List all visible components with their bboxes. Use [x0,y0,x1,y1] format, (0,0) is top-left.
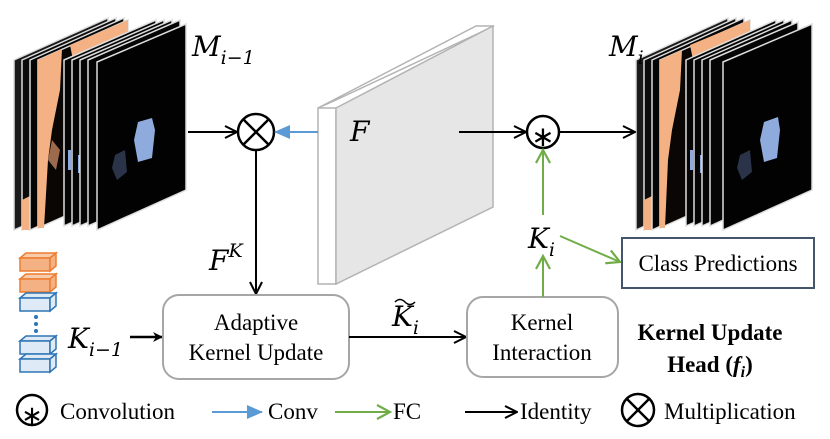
kernel-stack-icon [17,251,59,374]
svg-text:Multiplication: Multiplication [664,399,796,424]
label-m-curr: Mi [608,30,644,69]
legend-item-conv: Conv [212,399,318,424]
svg-text:Kernel Update: Kernel Update [189,340,324,365]
convolution-circle-icon [15,393,49,427]
label-m-prev: Mi−1 [191,30,255,69]
multiplication-circle-icon [620,392,656,428]
kernel-blue [17,334,59,356]
legend-item-fc: FC [335,399,421,424]
svg-text:Conv: Conv [268,399,318,424]
adaptive-kernel-update-node: Adaptive Kernel Update [162,294,350,380]
convolution-operator: ∗ [525,114,561,153]
kernel-orange [17,272,59,294]
svg-text:∗: ∗ [531,120,554,153]
svg-text:Interaction: Interaction [492,340,592,365]
mask-stack-current [635,16,813,232]
label-feature-f: F [349,115,371,148]
label-k-tilde: Ki [391,300,419,339]
tilde-accent [394,298,416,306]
mask-slice-front [96,22,187,232]
mask-stack-previous [13,16,187,232]
legend-item-multiplication: Multiplication [620,392,796,428]
svg-text:FC: FC [393,399,421,424]
mask-slice-front [722,22,813,232]
label-k-prev: Ki−1 [67,322,123,361]
kernel-blue [17,352,59,374]
svg-text:Kernel: Kernel [511,310,574,335]
svg-text:∗: ∗ [21,401,43,431]
svg-text:Identity: Identity [520,399,592,424]
legend-item-identity: Identity [465,399,592,424]
class-predictions-node: Class Predictions [621,237,815,289]
legend-item-convolution: ∗ Convolution [15,393,176,431]
feature-map-slab [317,24,495,286]
diagram-title: Kernel Update Head (fi) [637,320,782,381]
multiplication-operator [236,112,276,152]
svg-text:Kernel Update: Kernel Update [637,320,782,345]
kernel-interaction-node: Kernel Interaction [466,296,619,378]
svg-text:Adaptive: Adaptive [214,310,298,335]
label-f-k: FK [208,240,244,277]
svg-text:Head (fi): Head (fi) [667,352,753,381]
kernel-orange [17,251,59,273]
kernel-blue [17,291,59,313]
legend: ∗ Convolution Conv FC Identity Multiplic… [15,392,796,431]
svg-text:Class Predictions: Class Predictions [638,251,797,276]
label-k-i: Ki [527,222,555,261]
svg-text:Convolution: Convolution [60,399,176,424]
fc-arrow-ki-to-class [559,235,620,262]
